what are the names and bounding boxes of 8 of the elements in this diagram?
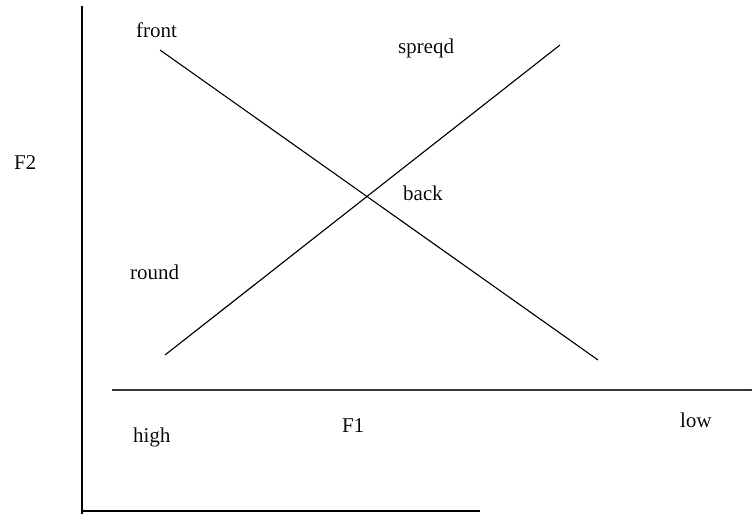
axis-label: round <box>130 262 179 283</box>
axis-label: high <box>133 425 170 446</box>
axis-label: front <box>136 20 177 41</box>
axis-label: F1 <box>342 415 364 436</box>
axis-label: spreqd <box>398 36 454 57</box>
axis-label: back <box>403 183 443 204</box>
axis-label: low <box>680 410 712 431</box>
axis-label: F2 <box>14 152 36 173</box>
